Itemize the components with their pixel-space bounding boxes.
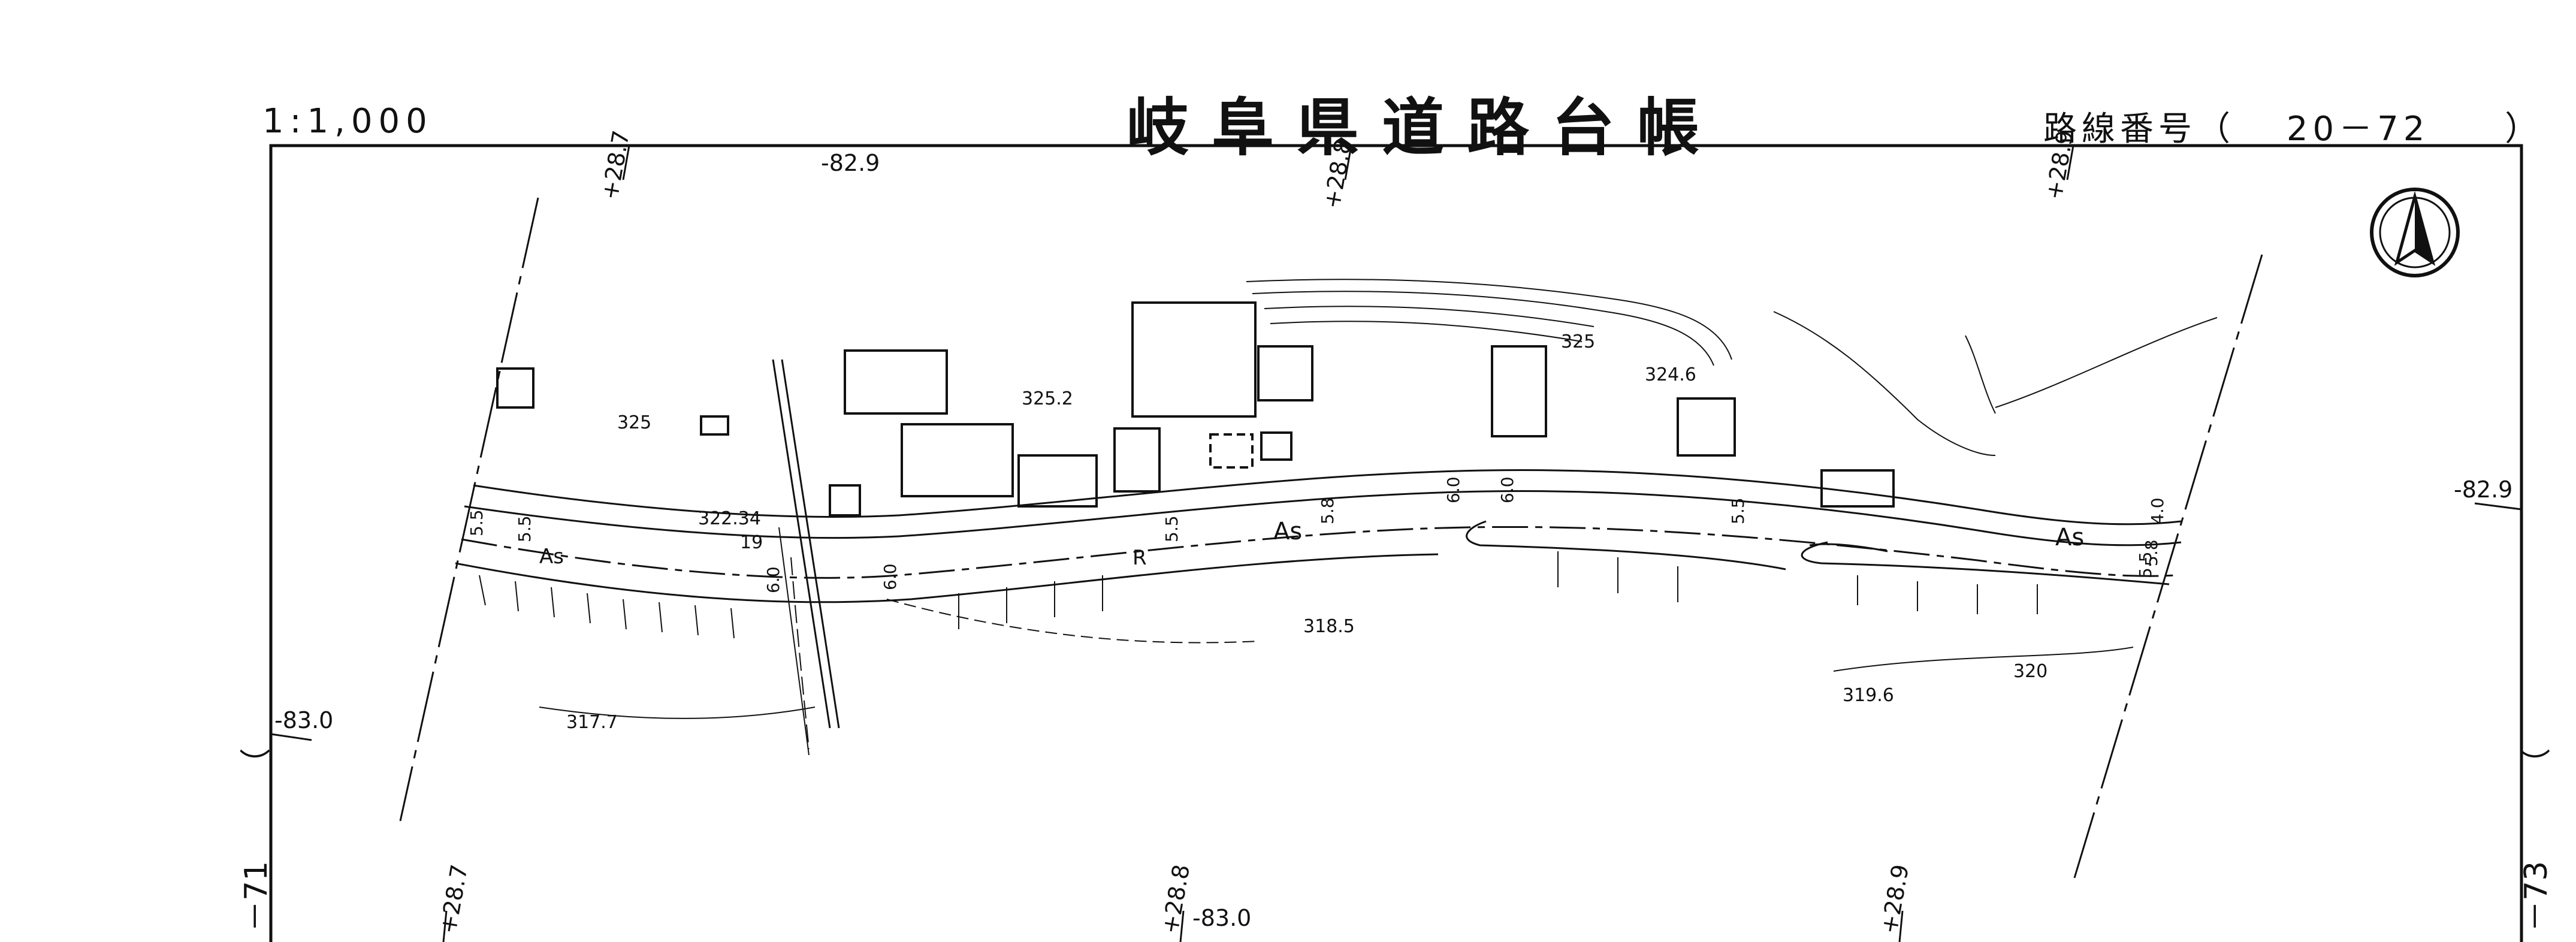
- width-label: 5.5: [515, 515, 534, 542]
- elevation-labels: 325.2 325 324.6 325 322.34 318.5 317.7 3…: [566, 331, 2047, 733]
- building: [901, 423, 1014, 497]
- route-number: 20－72: [2286, 110, 2430, 149]
- bridge: [772, 359, 840, 729]
- pavement-label: As: [1273, 518, 1302, 545]
- grid-label: +28.8: [1319, 137, 1357, 210]
- building: [844, 349, 948, 415]
- building: [1677, 397, 1736, 457]
- width-label: 5.8: [2142, 539, 2161, 566]
- right-paren: （: [2518, 748, 2554, 780]
- grid-label: +28.9: [1876, 862, 1914, 935]
- building: [700, 415, 729, 436]
- building: [829, 484, 861, 517]
- building: [1260, 431, 1292, 461]
- islands: [1466, 520, 2170, 585]
- grid-label: -83.0: [274, 707, 333, 733]
- adjacent-sheet-right: －73 （: [2511, 748, 2556, 932]
- buildings: [496, 301, 1895, 517]
- elevation-label: 325.2: [1022, 388, 1073, 409]
- contours: [539, 279, 2218, 756]
- width-label: 6.0: [1497, 476, 1517, 503]
- elevation-label: 317.7: [566, 712, 618, 733]
- building: [1491, 345, 1547, 437]
- grid-label: +28.7: [597, 128, 635, 201]
- slope-hatches: [479, 551, 2038, 639]
- route-close: ）: [2505, 110, 2544, 149]
- elevation-label: 318.5: [1303, 616, 1355, 637]
- building: [1820, 469, 1895, 508]
- elevation-label: 19: [740, 532, 763, 553]
- width-label: 4.0: [2148, 497, 2167, 524]
- north-arrow-icon: [2370, 188, 2460, 277]
- grid-label: +28.8: [1157, 862, 1195, 935]
- width-label: 5.5: [1728, 497, 1748, 524]
- road-mark: R: [1133, 546, 1147, 570]
- map-scale: 1:1,000: [262, 102, 433, 141]
- right-sheet-number: －73: [2518, 861, 2554, 932]
- pavement-label: As: [539, 545, 564, 569]
- elevation-label: 319.6: [1843, 685, 1894, 706]
- building: [496, 367, 534, 409]
- sheet-boundary-right: [2073, 254, 2263, 878]
- building: [1131, 301, 1257, 418]
- building: [1209, 433, 1254, 469]
- grid-label: +28.9: [2041, 128, 2079, 201]
- width-label: 5.8: [1318, 497, 1337, 524]
- grid-label: -82.9: [2454, 476, 2512, 503]
- elevation-label: 324.6: [1645, 364, 1696, 385]
- width-label: 6.0: [880, 563, 900, 590]
- building: [1257, 345, 1313, 401]
- elevation-label: 325: [617, 412, 651, 433]
- left-paren: （: [238, 748, 274, 780]
- sheet-boundary-left: [399, 197, 539, 822]
- left-sheet-number: －71: [238, 861, 274, 932]
- grid-label: -83.0: [1192, 905, 1251, 931]
- building: [1017, 454, 1098, 508]
- elevation-label: 320: [2013, 661, 2047, 682]
- adjacent-sheet-left: －71 （: [231, 748, 276, 932]
- main-road: [455, 469, 2182, 603]
- width-label: 6.0: [1443, 476, 1463, 503]
- page-title: 岐阜県道路台帳: [1127, 91, 1723, 164]
- pavement-label: As: [2055, 524, 2084, 551]
- map-frame: [269, 144, 2523, 942]
- grid-label: -82.9: [821, 150, 880, 176]
- grid-label: +28.7: [435, 862, 473, 935]
- road-labels: As As As R 5.5 5.5 6.0 6.0 5.5 5.8 6.0 6…: [467, 476, 2167, 593]
- width-label: 5.5: [2136, 551, 2155, 578]
- width-label: 5.5: [1162, 515, 1182, 542]
- width-label: 6.0: [763, 566, 783, 593]
- elevation-label: 322.34: [698, 508, 761, 529]
- elevation-label: 325: [1561, 331, 1595, 352]
- building: [1113, 427, 1161, 493]
- grid-ticks: [270, 145, 2522, 942]
- grid-labels: +28.7 -82.9 +28.8 +28.9 -82.9 -83.0 +28.…: [274, 128, 2512, 935]
- route-label: 路線番号（: [2043, 110, 2235, 149]
- route-number-label: 路線番号（ 20－72 ）: [2043, 102, 2543, 150]
- width-label: 5.5: [467, 509, 487, 536]
